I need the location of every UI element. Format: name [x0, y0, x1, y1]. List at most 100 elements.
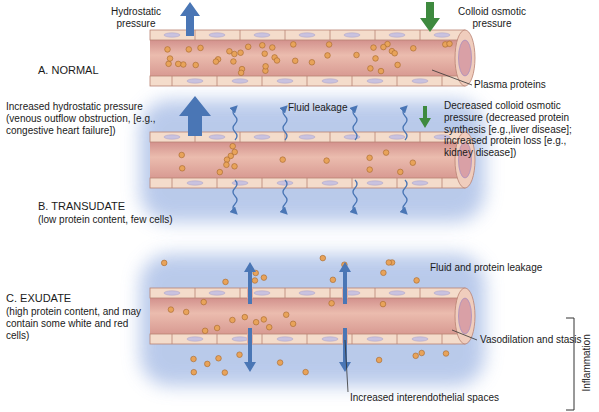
- bracket-label: Inflammation: [581, 323, 593, 403]
- plasma-protein: [354, 52, 360, 58]
- plasma-protein: [214, 325, 220, 331]
- callout-label: Vasodilation and stasis: [480, 334, 590, 346]
- plasma-protein: [309, 60, 315, 66]
- pressure-arrow: [419, 106, 431, 128]
- plasma-protein: [419, 350, 425, 356]
- plasma-protein: [231, 59, 237, 65]
- plasma-protein: [367, 155, 373, 161]
- plasma-protein: [222, 370, 228, 376]
- plasma-protein: [330, 277, 336, 283]
- plasma-protein: [270, 45, 276, 51]
- plasma-protein: [320, 255, 326, 261]
- plasma-protein: [193, 62, 199, 68]
- endothelial-gap: [247, 288, 348, 345]
- plasma-protein: [213, 59, 219, 65]
- plasma-protein: [238, 50, 244, 56]
- plasma-protein: [201, 299, 207, 305]
- plasma-protein: [368, 66, 374, 72]
- plasma-protein: [266, 324, 272, 330]
- plasma-protein: [238, 70, 244, 76]
- callout-label: Fluid leakage: [288, 102, 358, 114]
- plasma-protein: [262, 51, 268, 57]
- plasma-protein: [217, 169, 223, 175]
- plasma-protein: [274, 58, 280, 64]
- plasma-protein: [261, 275, 267, 281]
- pressure-note: Decreased colloid osmotic pressure (decr…: [444, 100, 596, 159]
- callout-label: Increased interendothelial spaces: [350, 392, 550, 404]
- blood-vessel: [150, 30, 475, 86]
- plasma-protein: [175, 61, 181, 67]
- plasma-protein: [224, 162, 230, 168]
- plasma-protein: [326, 42, 332, 48]
- plasma-protein: [398, 169, 404, 175]
- plasma-protein: [224, 157, 230, 163]
- pressure-arrow: [179, 96, 211, 136]
- blood-vessel: [150, 288, 475, 344]
- plasma-protein: [291, 42, 297, 48]
- plasma-protein: [367, 167, 373, 173]
- plasma-protein: [280, 157, 286, 163]
- plasma-protein: [371, 45, 377, 51]
- plasma-protein: [386, 260, 392, 266]
- pressure-arrow: [180, 2, 200, 36]
- plasma-protein: [290, 321, 296, 327]
- pressure-label: Hydrostatic pressure: [92, 6, 180, 30]
- plasma-protein: [227, 49, 233, 55]
- plasma-protein: [191, 369, 197, 375]
- plasma-protein: [179, 166, 185, 172]
- plasma-protein: [395, 62, 401, 68]
- leakage-arrow: [233, 108, 407, 212]
- panel-label: C. EXUDATE: [6, 292, 116, 305]
- plasma-protein: [216, 356, 222, 362]
- plasma-protein: [161, 260, 167, 266]
- plasma-protein: [292, 58, 298, 64]
- plasma-protein: [383, 150, 389, 156]
- plasma-protein: [411, 46, 417, 52]
- plasma-protein: [167, 56, 173, 62]
- panel-label: A. NORMAL: [38, 64, 138, 77]
- plasma-protein: [329, 301, 335, 307]
- plasma-protein: [410, 160, 416, 166]
- plasma-protein: [202, 328, 208, 334]
- plasma-protein: [380, 301, 386, 307]
- plasma-protein: [378, 68, 384, 74]
- plasma-protein: [303, 369, 309, 375]
- plasma-protein: [232, 149, 238, 155]
- plasma-protein: [242, 314, 248, 320]
- plasma-protein: [373, 56, 379, 62]
- plasma-protein: [168, 307, 174, 313]
- plasma-protein: [230, 317, 236, 323]
- plasma-protein: [447, 41, 453, 47]
- plasma-protein: [198, 45, 204, 51]
- plasma-protein: [179, 152, 185, 158]
- plasma-protein: [252, 278, 258, 284]
- plasma-protein: [191, 356, 197, 362]
- fluid-glow: [140, 254, 485, 386]
- panel-note: (high protein content, and may contain s…: [6, 306, 144, 341]
- plasma-protein: [183, 309, 189, 315]
- plasma-protein: [245, 44, 251, 50]
- blood-vessel: [150, 132, 475, 188]
- plasma-protein: [376, 357, 382, 363]
- plasma-protein: [186, 47, 192, 53]
- plasma-protein: [392, 51, 398, 57]
- pressure-label: Colloid osmotic pressure: [444, 6, 540, 30]
- plasma-protein: [165, 47, 171, 53]
- plasma-protein: [414, 278, 420, 284]
- plasma-protein: [181, 62, 187, 68]
- plasma-protein: [205, 361, 211, 367]
- callout-label: Plasma proteins: [474, 79, 584, 91]
- plasma-protein: [237, 352, 243, 358]
- plasma-protein: [260, 43, 266, 49]
- plasma-protein: [413, 353, 419, 359]
- leakage-arrow: [244, 262, 351, 372]
- plasma-protein: [230, 143, 236, 149]
- plasma-protein: [325, 53, 331, 59]
- panel-note: (low protein content, few cells): [38, 214, 208, 226]
- pressure-note: Increased hydrostatic pressure (venous o…: [6, 101, 176, 136]
- plasma-protein: [261, 317, 267, 323]
- plasma-protein: [232, 51, 238, 57]
- pressure-arrow: [420, 2, 440, 32]
- plasma-protein: [381, 270, 387, 276]
